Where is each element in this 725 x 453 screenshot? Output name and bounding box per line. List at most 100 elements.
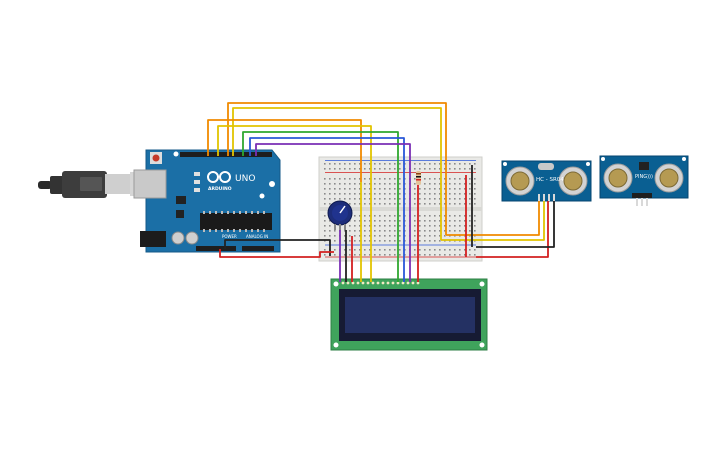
breadboard-hole (434, 225, 436, 227)
breadboard-hole (464, 178, 466, 180)
breadboard-hole (419, 225, 421, 227)
breadboard-hole (439, 254, 441, 256)
lcd-pin (396, 281, 400, 285)
breadboard-hole (374, 225, 376, 227)
breadboard-hole (399, 188, 401, 190)
breadboard-hole (349, 178, 351, 180)
breadboard-hole (349, 198, 351, 200)
breadboard-hole (394, 254, 396, 256)
lcd-pin (346, 281, 350, 285)
breadboard-hole (384, 188, 386, 190)
breadboard-hole (444, 168, 446, 170)
breadboard-hole (474, 178, 476, 180)
breadboard-hole (429, 198, 431, 200)
breadboard-hole (344, 254, 346, 256)
breadboard-hole (424, 168, 426, 170)
breadboard-hole (454, 193, 456, 195)
breadboard-hole (369, 193, 371, 195)
breadboard-hole (324, 203, 326, 205)
breadboard-hole (474, 163, 476, 165)
ping-ultrasonic-sensor[interactable]: PING))) (599, 155, 689, 206)
breadboard-hole (384, 193, 386, 195)
breadboard-hole (464, 163, 466, 165)
breadboard-hole (424, 240, 426, 242)
breadboard-hole (394, 235, 396, 237)
breadboard-hole (414, 249, 416, 251)
breadboard-hole (434, 163, 436, 165)
breadboard-hole (389, 254, 391, 256)
breadboard-hole (474, 215, 476, 217)
breadboard-hole (384, 183, 386, 185)
digital-header[interactable] (180, 152, 272, 157)
breadboard-hole (414, 183, 416, 185)
power-header[interactable] (196, 246, 236, 251)
breadboard-hole (459, 163, 461, 165)
breadboard-hole (379, 254, 381, 256)
breadboard-hole (344, 230, 346, 232)
breadboard-hole (469, 225, 471, 227)
breadboard-hole (399, 240, 401, 242)
breadboard-hole (374, 254, 376, 256)
breadboard-hole (369, 249, 371, 251)
power-jack (140, 231, 166, 247)
breadboard-hole (459, 188, 461, 190)
breadboard-hole (329, 203, 331, 205)
breadboard-hole (374, 183, 376, 185)
breadboard-hole (339, 178, 341, 180)
breadboard-hole (439, 178, 441, 180)
breadboard-hole (454, 168, 456, 170)
breadboard-hole (459, 254, 461, 256)
breadboard-hole (469, 188, 471, 190)
breadboard-hole (444, 198, 446, 200)
breadboard-hole (349, 188, 351, 190)
analog-header[interactable] (242, 246, 274, 251)
breadboard-hole (364, 198, 366, 200)
breadboard-hole (399, 230, 401, 232)
wire-blue (249, 137, 405, 182)
breadboard-hole (339, 193, 341, 195)
breadboard-hole (329, 188, 331, 190)
breadboard-hole (329, 230, 331, 232)
lcd-pin (386, 281, 390, 285)
breadboard-hole (449, 168, 451, 170)
breadboard-hole (414, 215, 416, 217)
breadboard-hole (339, 198, 341, 200)
breadboard-hole (419, 240, 421, 242)
breadboard-hole (464, 198, 466, 200)
breadboard-hole (324, 230, 326, 232)
breadboard-hole (449, 203, 451, 205)
breadboard-hole (394, 249, 396, 251)
breadboard-hole (439, 225, 441, 227)
breadboard-hole (459, 249, 461, 251)
breadboard-hole (354, 178, 356, 180)
breadboard-hole (459, 183, 461, 185)
breadboard-hole (329, 220, 331, 222)
breadboard-hole (369, 230, 371, 232)
breadboard-hole (359, 183, 361, 185)
potentiometer[interactable] (327, 200, 353, 230)
arduino-uno-board[interactable]: ARDUINO UNO POWER ANALOG IN (133, 149, 281, 253)
lcd-pin (391, 281, 395, 285)
breadboard-hole (454, 163, 456, 165)
breadboard-hole (439, 193, 441, 195)
breadboard-hole (424, 225, 426, 227)
breadboard-hole (424, 254, 426, 256)
breadboard-hole (384, 163, 386, 165)
lcd-16x2-display[interactable] (330, 278, 488, 351)
breadboard-hole (324, 249, 326, 251)
breadboard-hole (424, 178, 426, 180)
breadboard-hole (344, 188, 346, 190)
breadboard-hole (379, 230, 381, 232)
breadboard-hole (349, 235, 351, 237)
wire-yellow-1 (232, 107, 442, 240)
breadboard-hole (454, 230, 456, 232)
hc-sr04-ultrasonic-sensor[interactable]: HC - SR04 (501, 160, 592, 202)
breadboard-hole (369, 178, 371, 180)
breadboard-hole (334, 254, 336, 256)
breadboard-hole (364, 225, 366, 227)
breadboard-hole (449, 225, 451, 227)
breadboard-hole (434, 249, 436, 251)
breadboard-hole (414, 168, 416, 170)
breadboard-hole (344, 183, 346, 185)
breadboard-hole (379, 198, 381, 200)
